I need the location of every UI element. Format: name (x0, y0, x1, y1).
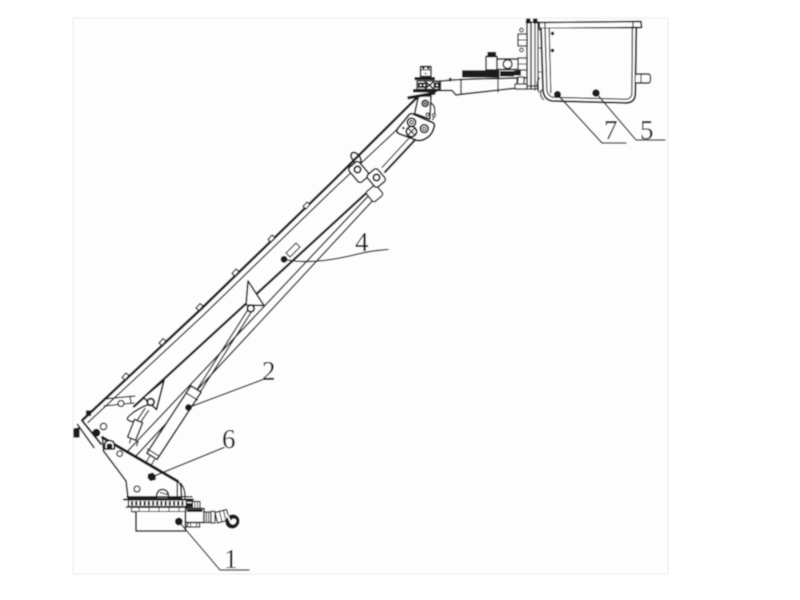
svg-text:4: 4 (355, 227, 369, 257)
svg-text:1: 1 (224, 544, 238, 574)
svg-text:2: 2 (262, 356, 276, 386)
svg-text:5: 5 (640, 115, 654, 145)
svg-text:7: 7 (604, 115, 618, 145)
svg-text:6: 6 (222, 424, 236, 454)
